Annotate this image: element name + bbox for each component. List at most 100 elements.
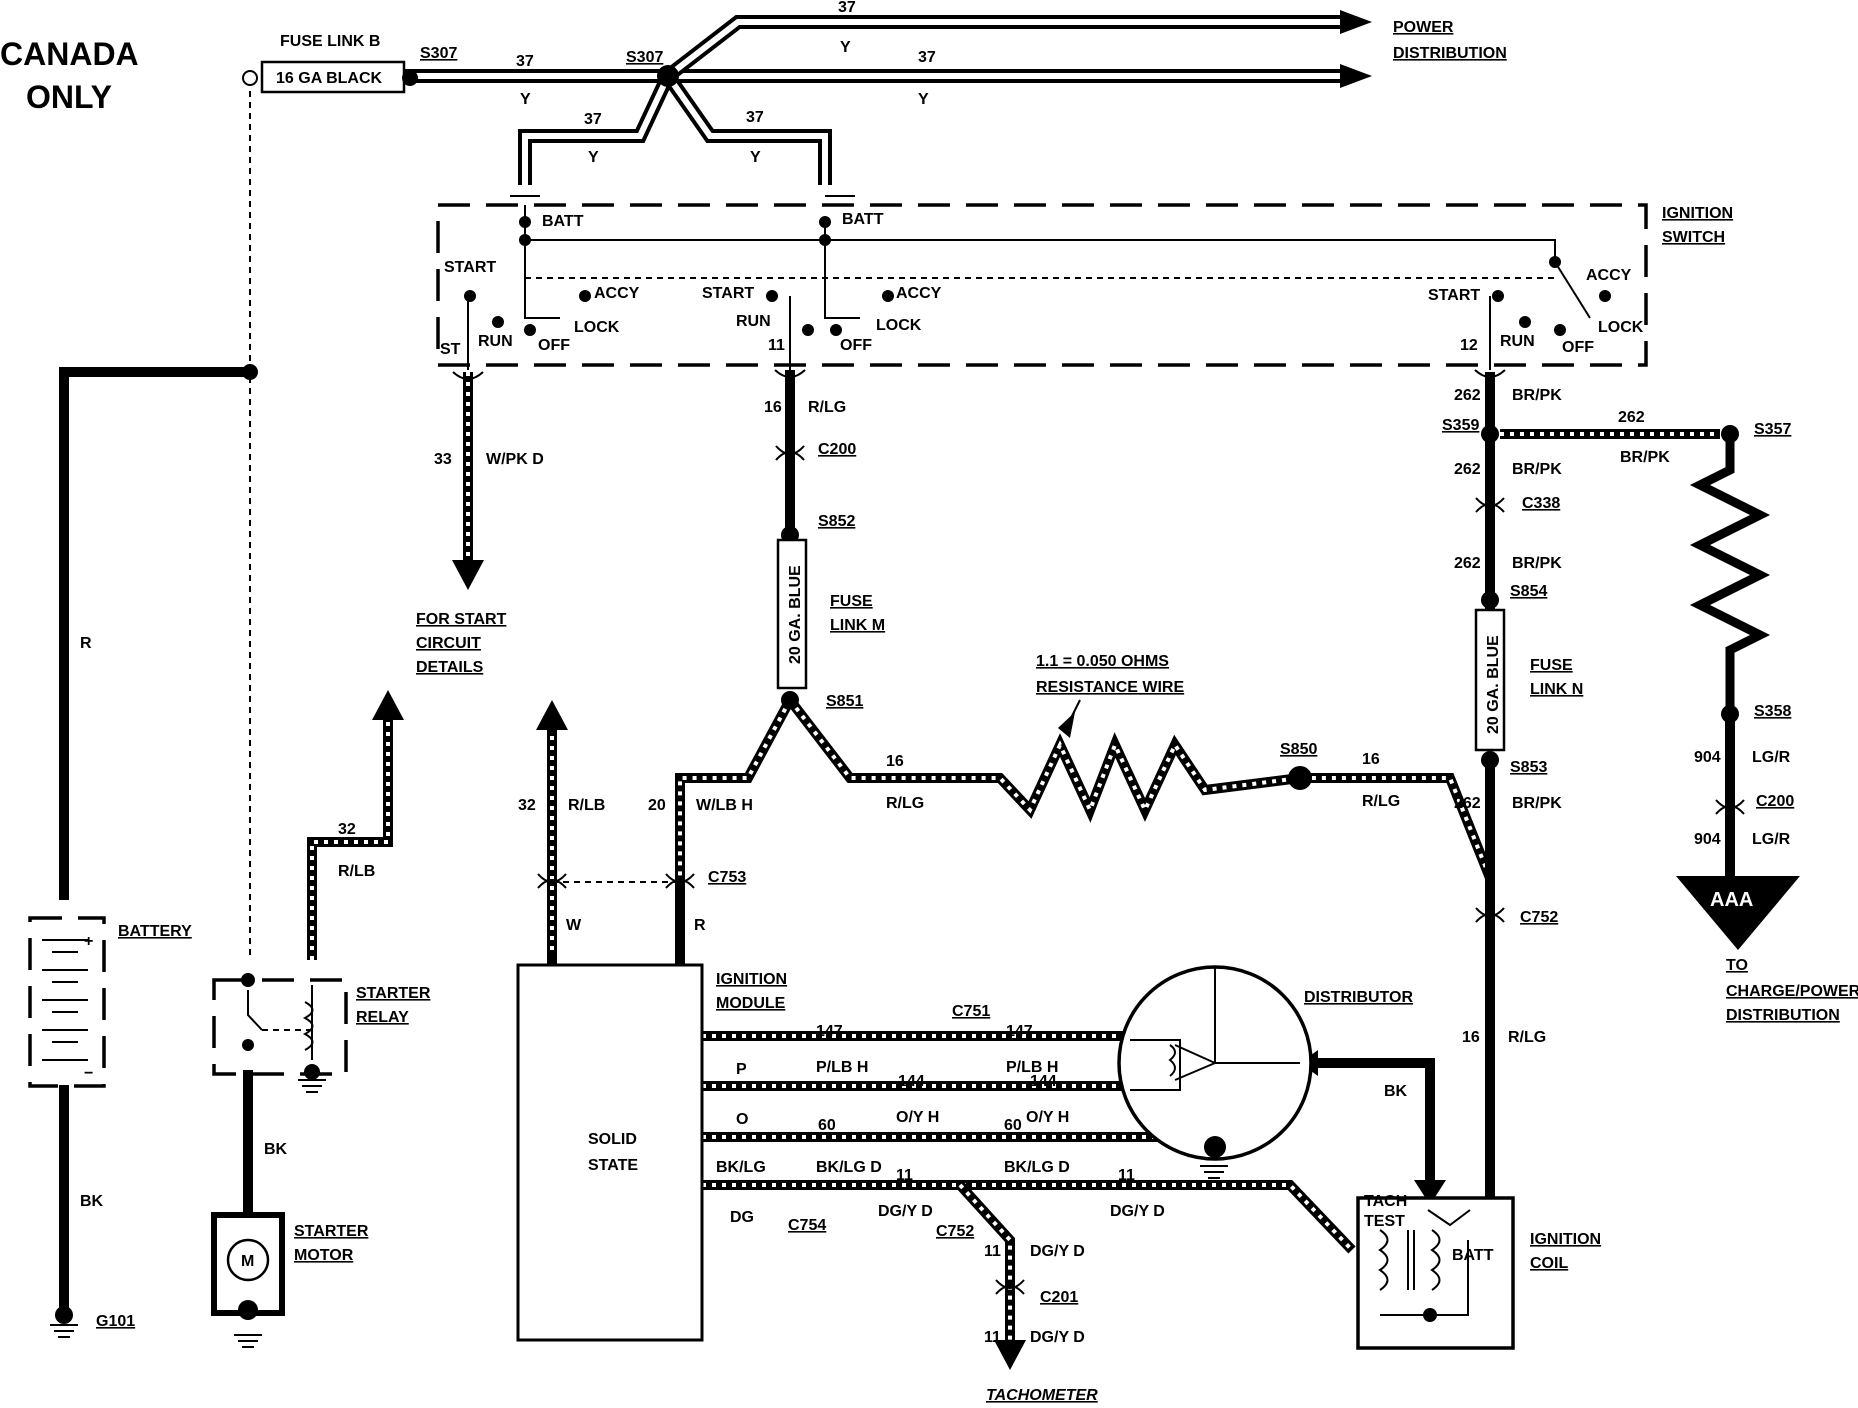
- wire-bklgd-label-1: BK/LG D: [816, 1159, 882, 1176]
- wire-37-y-main: [405, 15, 1340, 185]
- wire-plbh-label-1: P/LB H: [816, 1059, 868, 1076]
- switch-accy-3: ACCY: [1586, 267, 1632, 284]
- wire-147-label-1: 147: [816, 1023, 843, 1040]
- fuse-link-m: [776, 538, 808, 690]
- wire-y-label-main: Y: [918, 91, 929, 108]
- wire-rlg-label-coil: R/LG: [1508, 1029, 1546, 1046]
- wire-dgyd-label-4: DG/Y D: [1030, 1329, 1085, 1346]
- starter-relay-line1: STARTER: [356, 985, 431, 1002]
- splice-s851-label: S851: [826, 693, 863, 710]
- switch-off-2: OFF: [840, 337, 872, 354]
- pin-dg: DG: [730, 1209, 754, 1226]
- switch-run-1: RUN: [478, 333, 513, 350]
- switch-off-1: OFF: [538, 337, 570, 354]
- fuse-link-m-line2: LINK M: [830, 617, 885, 634]
- motor-m-symbol: [226, 1238, 270, 1282]
- wire-resistance: [786, 696, 1495, 880]
- splice-s359: [1481, 425, 1499, 443]
- power-dist-line2: DISTRIBUTION: [1393, 45, 1507, 62]
- tach-test-line2: TEST: [1364, 1213, 1405, 1230]
- wire-y-label-b1: Y: [588, 149, 599, 166]
- ignition-module-line2: MODULE: [716, 995, 786, 1012]
- splice-s850-label: S850: [1280, 741, 1317, 758]
- arrow-bk-coil: [1414, 1180, 1446, 1205]
- wire-37-label-b1: 37: [584, 111, 602, 128]
- wire-rlg-label-c: R/LG: [808, 399, 846, 416]
- arrow-power-top: [1340, 10, 1372, 34]
- wire-60-label-1: 60: [818, 1117, 836, 1134]
- switch-off-3: OFF: [1562, 339, 1594, 356]
- wire-rlg-label-r: R/LG: [886, 795, 924, 812]
- starter-motor-line1: STARTER: [294, 1223, 369, 1240]
- wire-wpkd-label: W/PK D: [486, 451, 544, 468]
- connector-c200-b: C200: [1756, 793, 1794, 810]
- wire-16-label-r: 16: [886, 753, 904, 770]
- splice-s307a-label: S307: [420, 45, 457, 62]
- ground-g101: G101: [96, 1313, 135, 1330]
- wire-wlbh-label: W/LB H: [696, 797, 753, 814]
- pin-p: P: [736, 1061, 747, 1078]
- switch-start-1: START: [444, 259, 496, 276]
- start-circuit-line1: FOR START: [416, 611, 507, 628]
- arrow-start-circuit: [452, 560, 484, 590]
- splice-s358-label: S358: [1754, 703, 1791, 720]
- wire-60-label-2: 60: [1004, 1117, 1022, 1134]
- charge-power-line3: DISTRIBUTION: [1726, 1007, 1840, 1024]
- wire-bk-distributor: [1318, 1058, 1435, 1180]
- tachometer-label: TACHOMETER: [986, 1387, 1098, 1404]
- pin-o: O: [736, 1111, 748, 1128]
- wire-11-label-3: 11: [984, 1243, 1001, 1260]
- connector-c201: C201: [1040, 1289, 1078, 1306]
- wire-33-label: 33: [434, 451, 452, 468]
- arrow-32-up: [372, 690, 404, 720]
- splice-s357-label: S357: [1754, 421, 1791, 438]
- wire-262-label-4: 262: [1454, 795, 1481, 812]
- arrow-32-module: [536, 700, 568, 730]
- wire-32-label-relay: 32: [338, 821, 356, 838]
- wire-16-label-s850: 16: [1362, 751, 1380, 768]
- switch-batt-2: BATT: [842, 211, 884, 228]
- connector-c754: C754: [788, 1217, 826, 1234]
- wire-brpk-label-3: BR/PK: [1512, 555, 1562, 572]
- wire-y-label-top: Y: [840, 39, 851, 56]
- switch-lock-1: LOCK: [574, 319, 620, 336]
- canada-line1: CANADA: [0, 36, 139, 72]
- wire-battery-r: [59, 367, 250, 900]
- wire-37-label-left: 37: [516, 53, 534, 70]
- splice-s854: [1481, 591, 1499, 609]
- switch-start-3: START: [1428, 287, 1480, 304]
- resistance-line1: 1.1 = 0.050 OHMS: [1036, 653, 1169, 670]
- wire-lgr-label-1: LG/R: [1752, 749, 1791, 766]
- wire-oyh-label-2: O/Y H: [1026, 1109, 1069, 1126]
- fuse-link-b-title: FUSE LINK B: [280, 33, 380, 50]
- solid-state-line1: SOLID: [588, 1131, 637, 1148]
- ignition-module: [516, 963, 704, 1342]
- battery-plus: +: [84, 933, 93, 950]
- fuse-link-b-end: [242, 70, 258, 86]
- fuse-link-n-rating: 20 GA. BLUE: [1485, 635, 1502, 734]
- arrow-power-main: [1340, 64, 1372, 88]
- wire-bk-label-dist: BK: [1384, 1083, 1408, 1100]
- splice-s853-label: S853: [1510, 759, 1547, 776]
- wire-144-label-1: 144: [898, 1073, 925, 1090]
- battery-label: BATTERY: [118, 923, 192, 940]
- wire-brpk-label-4: BR/PK: [1512, 795, 1562, 812]
- splice-s854-label: S854: [1510, 583, 1547, 600]
- switch-accy-2: ACCY: [896, 285, 942, 302]
- wire-37-label-b2: 37: [746, 109, 764, 126]
- splice-s853: [1481, 751, 1499, 769]
- wire-11-label-4: 11: [984, 1329, 1001, 1346]
- connector-c751: C751: [952, 1003, 990, 1020]
- solid-state-line2: STATE: [588, 1157, 638, 1174]
- switch-12: 12: [1460, 337, 1478, 354]
- start-circuit-line2: CIRCUIT: [416, 635, 481, 652]
- wire-zigzag-right: [1689, 434, 1771, 714]
- wire-904-label-2: 904: [1694, 831, 1721, 848]
- resistance-line2: RESISTANCE WIRE: [1036, 679, 1184, 696]
- splice-s852-label: S852: [818, 513, 855, 530]
- wire-w-label: W: [566, 917, 582, 934]
- splice-s850: [1288, 766, 1312, 790]
- switch-start-2: START: [702, 285, 754, 302]
- switch-st: ST: [440, 341, 461, 358]
